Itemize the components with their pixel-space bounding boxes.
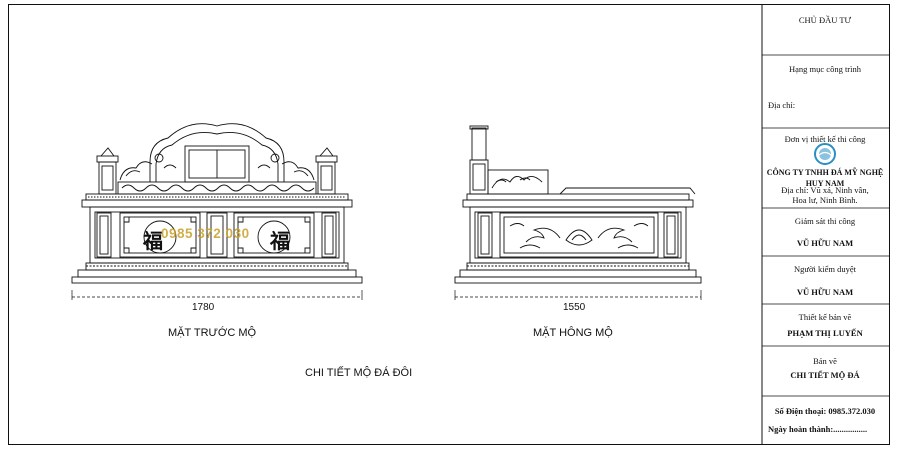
drafter-name: PHẠM THỊ LUYẾN <box>787 328 863 338</box>
front-view-label: MẶT TRƯỚC MỘ <box>168 327 257 339</box>
title-block-dividers <box>762 54 889 397</box>
drawing-name: CHI TIẾT MỘ ĐÁ <box>790 370 860 380</box>
company-name: CÔNG TY TNHH ĐÁ MỸ NGHỆ HUY NAM <box>766 168 884 188</box>
reviewer-label: Người kiểm duyệt <box>794 264 856 274</box>
title-block-frame <box>761 4 890 445</box>
drafter-label: Thiết kế bản vẽ <box>798 312 852 322</box>
side-view-drawing <box>454 125 702 300</box>
supervisor-name: VŨ HỮU NAM <box>796 238 854 248</box>
phone-watermark: 0985 372 030 <box>161 226 250 241</box>
address-label: Địa chỉ: <box>768 100 796 110</box>
side-view-label: MẶT HÔNG MỘ <box>533 327 613 339</box>
company-address-line1: Địa chỉ: Vũ xá, Ninh vân, <box>781 185 869 195</box>
reviewer-name: VŨ HỮU NAM <box>796 287 854 297</box>
front-glyph-left: 福 <box>143 229 163 253</box>
front-view-drawing <box>71 123 363 300</box>
investor-label: CHỦ ĐẦU TƯ <box>798 15 852 25</box>
front-dimension-label: 1780 <box>192 302 215 313</box>
company-logo <box>814 143 836 165</box>
front-glyph-right: 福 <box>270 229 290 253</box>
side-dimension-label: 1550 <box>563 302 586 313</box>
supervisor-label: Giám sát thi công <box>794 216 856 226</box>
project-item-label: Hạng mục công trình <box>789 64 861 74</box>
sheet-border <box>8 4 890 445</box>
completion-line: Ngày hoàn thành:................ <box>768 424 868 434</box>
design-unit-label: Đơn vị thiết kế thi công <box>784 134 866 144</box>
drawing-label: Bản vẽ <box>813 356 837 366</box>
company-address-line2: Hoa lư, Ninh Bình. <box>792 195 858 205</box>
phone-line: Số Điện thoại: 0985.372.030 <box>774 406 876 416</box>
drawing-title: CHI TIẾT MỘ ĐÁ ĐÔI <box>305 367 413 379</box>
